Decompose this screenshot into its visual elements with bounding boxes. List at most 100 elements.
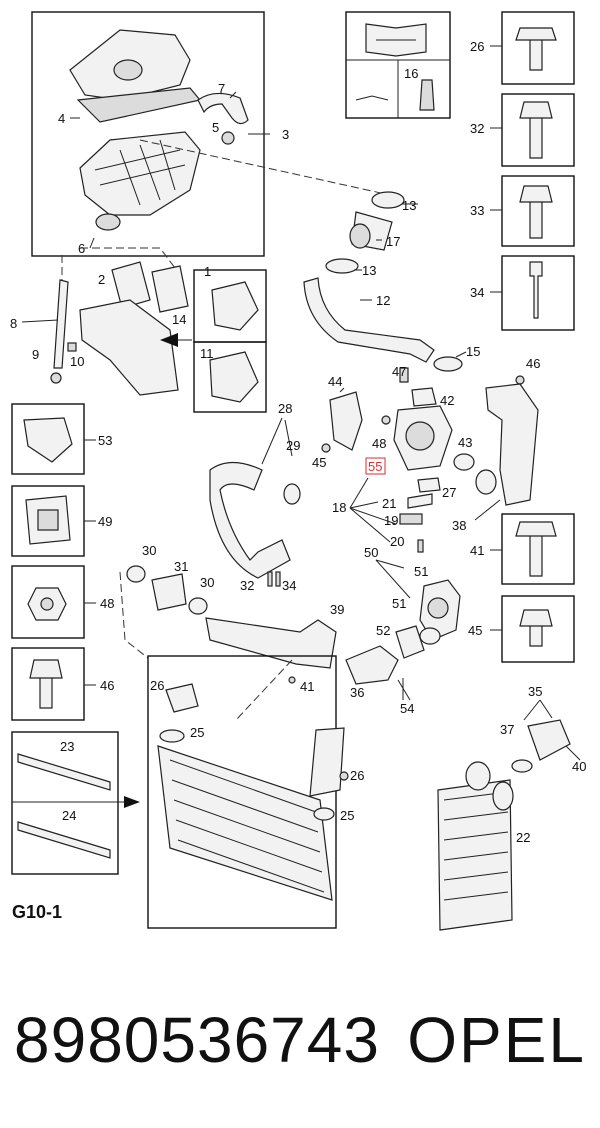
- seal-25: [159, 729, 185, 743]
- bracket-23: [17, 753, 111, 791]
- detail-box-26: [501, 11, 575, 85]
- part-number: 8980536743: [14, 1004, 380, 1076]
- hose-8: [53, 279, 69, 369]
- elbow-25: [165, 683, 199, 713]
- clamp-43: [453, 453, 475, 471]
- callout-55: 55: [368, 459, 382, 474]
- stud-47: [399, 367, 409, 383]
- callout-30: 30: [142, 543, 156, 558]
- clamp-13b: [325, 258, 359, 274]
- callout-53: 53: [98, 433, 112, 448]
- callout-40: 40: [572, 759, 586, 774]
- callout-34-right: 34: [470, 285, 484, 300]
- hose-28: [209, 461, 291, 579]
- callout-24: 24: [62, 808, 76, 823]
- callout-38: 38: [452, 518, 466, 533]
- callout-8: 8: [10, 316, 17, 331]
- bolt-45-detail: [519, 609, 553, 647]
- callout-41b: 41: [470, 543, 484, 558]
- callout-29: 29: [286, 438, 300, 453]
- callout-46b: 46: [100, 678, 114, 693]
- sleeve-14: [151, 265, 189, 313]
- callout-22: 22: [516, 830, 530, 845]
- callout-17: 17: [386, 234, 400, 249]
- callout-54: 54: [400, 701, 414, 716]
- callout-18: 18: [332, 500, 346, 515]
- o-ring-51: [419, 627, 441, 645]
- intercooler-outlet: [492, 781, 514, 811]
- airbox-lid-port: [113, 59, 143, 81]
- callout-11: 11: [200, 346, 214, 361]
- bracket-frame: [11, 731, 119, 875]
- hose-35: [527, 719, 571, 761]
- callout-34: 34: [282, 578, 296, 593]
- callout-26c: 26: [350, 768, 364, 783]
- callout-4: 4: [58, 111, 65, 126]
- pipe-36: [345, 645, 399, 685]
- callout-23: 23: [60, 739, 74, 754]
- callout-6: 6: [78, 241, 85, 256]
- gasket-21: [407, 493, 433, 509]
- outlet-pipe: [485, 383, 539, 506]
- callout-33: 33: [470, 203, 484, 218]
- pin-20: [417, 539, 424, 553]
- gasket-42: [411, 387, 437, 407]
- clamp-37: [511, 759, 533, 773]
- callout-19: 19: [384, 513, 398, 528]
- maf-mesh: [349, 223, 371, 249]
- callout-48: 48: [372, 436, 386, 451]
- elbow-pipe-26: [309, 727, 345, 797]
- clamp-13: [371, 191, 405, 209]
- arrow-to-radiator: [124, 796, 140, 808]
- detail-box-53: [11, 403, 85, 475]
- bolt-26: [515, 27, 557, 71]
- clamp-29: [283, 483, 301, 505]
- callout-48b: 48: [100, 596, 114, 611]
- callout-36: 36: [350, 685, 364, 700]
- o-ring-38: [475, 469, 497, 495]
- bolt-26c: [339, 771, 349, 781]
- callout-14: 14: [172, 312, 186, 327]
- parts-diagram: 1 2 3 4 5 6 7 8 9 10 11 12 13 13 14 15 1…: [10, 11, 586, 931]
- page-code: G10-1: [12, 902, 62, 922]
- radiator-frame: [147, 655, 337, 929]
- callout-52: 52: [376, 623, 390, 638]
- sealant-tube-16: [419, 79, 435, 111]
- callout-32-right: 32: [470, 121, 484, 136]
- intake-hose-12: [303, 277, 435, 363]
- callout-45: 45: [312, 455, 326, 470]
- callout-35: 35: [528, 684, 542, 699]
- stud-34: [529, 261, 543, 319]
- callout-31: 31: [174, 559, 188, 574]
- radiator-core: [157, 745, 333, 901]
- callout-37: 37: [500, 722, 514, 737]
- bolt-34: [275, 571, 281, 587]
- callout-43: 43: [458, 435, 472, 450]
- callout-labels: 1 2 3 4 5 6 7 8 9 10 11 12 13 13 14 15 1…: [10, 39, 586, 845]
- bolt-45: [321, 443, 331, 453]
- callout-10: 10: [70, 354, 84, 369]
- callout-13b: 13: [362, 263, 376, 278]
- callout-39: 39: [330, 602, 344, 617]
- callout-28: 28: [278, 401, 292, 416]
- callout-44: 44: [328, 374, 342, 389]
- callout-45b: 45: [468, 623, 482, 638]
- callout-3: 3: [282, 127, 289, 142]
- callout-7: 7: [218, 81, 225, 96]
- screw-48: [381, 415, 391, 425]
- heat-shield-44: [329, 391, 363, 451]
- callout-42: 42: [440, 393, 454, 408]
- callout-26b: 26: [150, 678, 164, 693]
- callout-21: 21: [382, 496, 396, 511]
- callout-41: 41: [300, 679, 314, 694]
- sleeve-31: [151, 573, 187, 611]
- bolt-46b: [515, 375, 525, 385]
- airbox-ribs: [94, 139, 186, 206]
- throttle-bore: [427, 597, 449, 619]
- callout-15: 15: [466, 344, 480, 359]
- bolt-33: [519, 185, 553, 239]
- detail-1-part: [211, 281, 259, 331]
- detail-box-41: [501, 513, 575, 585]
- detail-box-48: [11, 565, 85, 639]
- seal-25b: [313, 807, 335, 821]
